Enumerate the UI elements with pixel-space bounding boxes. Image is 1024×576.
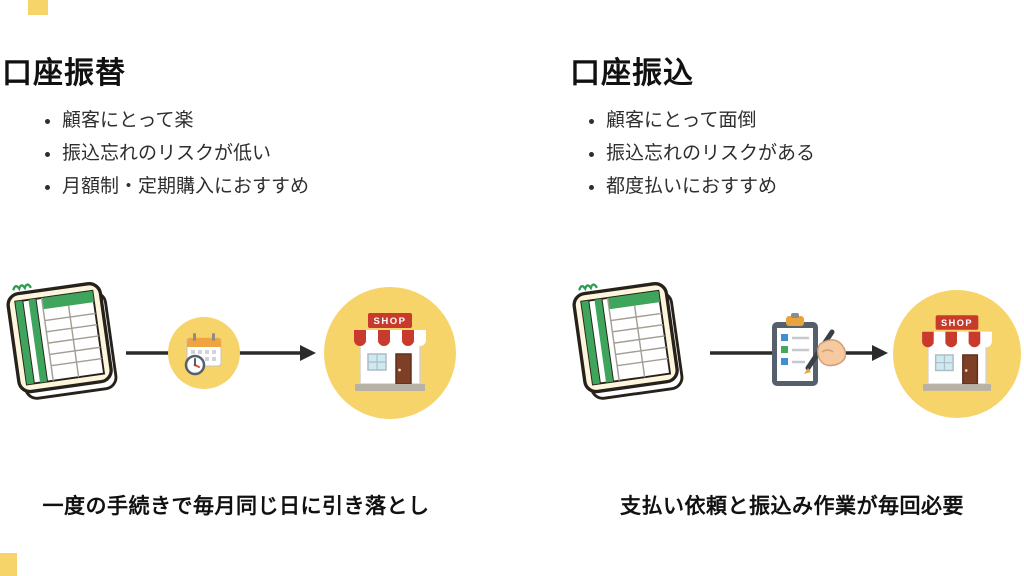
shop-sign-label: SHOP	[941, 318, 973, 328]
direct-debit-caption: 一度の手続きで毎月同じ日に引き落とし	[42, 495, 430, 518]
bullet-item: 顧客にとって楽	[62, 104, 309, 137]
clipboard-signing-icon	[772, 313, 846, 386]
shop-sign-label: SHOP	[374, 316, 407, 327]
corner-accent-top-left	[28, 0, 48, 15]
corner-accent-bottom-left	[0, 553, 17, 576]
bullet-item: 顧客にとって面倒	[606, 104, 815, 137]
shop-base	[923, 384, 991, 391]
direct-debit-title: 口座振替	[2, 57, 126, 90]
direct-debit-bullet-list: 顧客にとって楽 振込忘れのリスクが低い 月額制・定期購入におすすめ	[40, 104, 309, 203]
bullet-item: 振込忘れのリスクがある	[606, 137, 815, 170]
bullet-item: 振込忘れのリスクが低い	[62, 137, 309, 170]
shop-storefront-icon: SHOP	[893, 290, 1021, 418]
shop-storefront-icon: SHOP	[324, 287, 456, 419]
bullet-item: 都度払いにおすすめ	[606, 170, 815, 203]
shop-sign	[935, 315, 979, 330]
shop-awning	[354, 330, 426, 346]
calendar-clock-icon	[168, 317, 240, 389]
shop-base	[355, 384, 425, 391]
bank-transfer-title: 口座振込	[570, 57, 694, 90]
passbook-icon	[6, 282, 118, 400]
shop-door	[962, 354, 979, 385]
passbook-icon	[572, 282, 684, 400]
shop-sign	[368, 313, 412, 328]
bullet-item: 月額制・定期購入におすすめ	[62, 170, 309, 203]
bank-transfer-bullet-list: 顧客にとって面倒 振込忘れのリスクがある 都度払いにおすすめ	[584, 104, 815, 203]
shop-awning	[922, 331, 992, 348]
shop-door	[395, 353, 412, 385]
bank-transfer-caption: 支払い依頼と振込み作業が毎回必要	[620, 495, 964, 518]
